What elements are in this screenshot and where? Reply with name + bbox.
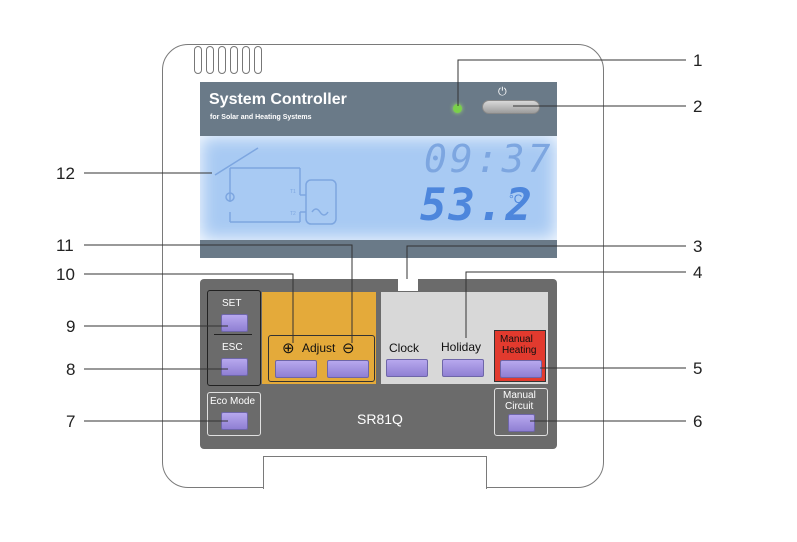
clock-button[interactable] (386, 359, 428, 377)
adjust-minus-button[interactable] (327, 360, 369, 378)
status-led (453, 104, 462, 113)
vent-slot (218, 46, 226, 74)
vent-slot (206, 46, 214, 74)
temperature-unit: °C (509, 192, 523, 206)
callout-line-1 (457, 59, 686, 106)
sensor-label-t2: T2 (290, 211, 296, 217)
manual-circuit-button[interactable] (508, 414, 535, 432)
callout-10: 10 (56, 265, 75, 284)
manual-circuit-label-1: Manual (503, 390, 536, 401)
vent-slot (242, 46, 250, 74)
callout-6: 6 (693, 412, 703, 431)
callout-11: 11 (56, 236, 74, 255)
panel-notch (398, 277, 418, 291)
callout-line-4 (465, 271, 686, 338)
plus-icon: ⊕ (282, 340, 295, 357)
callout-line-10 (84, 273, 294, 343)
divider (214, 334, 252, 335)
clock-label: Clock (389, 341, 420, 355)
esc-button[interactable] (221, 358, 248, 376)
set-label: SET (222, 298, 242, 309)
device-title: System Controller (209, 91, 347, 108)
eco-mode-frame (207, 392, 261, 436)
callout-7: 7 (66, 412, 76, 431)
bottom-tab (263, 456, 487, 489)
sensor-label-t1: T1 (290, 189, 296, 195)
pump-icon (225, 192, 235, 202)
callout-3: 3 (693, 237, 703, 256)
set-esc-group (207, 290, 261, 386)
esc-label: ESC (222, 342, 243, 353)
adjust-frame (268, 335, 375, 382)
set-button[interactable] (221, 314, 248, 332)
time-readout: 09:37 (424, 137, 554, 181)
temperature-readout: 53.2 (420, 180, 534, 231)
callout-8: 8 (66, 360, 76, 379)
callout-1: 1 (693, 51, 703, 70)
storage-tank-icon (305, 179, 337, 225)
manual-heating-label-2: Heating (502, 345, 537, 356)
holiday-label: Holiday (441, 340, 482, 354)
callout-line-3 (406, 245, 686, 279)
callout-line-11 (84, 244, 353, 343)
minus-icon: ⊖ (342, 340, 355, 357)
device-subtitle: for Solar and Heating Systems (210, 114, 312, 121)
manual-circuit-label-2: Circuit (505, 401, 534, 412)
eco-mode-label: Eco Mode (210, 396, 256, 407)
vent-slot (194, 46, 202, 74)
callout-12: 12 (56, 164, 75, 183)
adjust-label: Adjust (302, 341, 336, 355)
solar-collector-icon (214, 147, 259, 176)
callout-4: 4 (693, 263, 703, 282)
power-button[interactable] (482, 100, 540, 114)
manual-heating-label-1: Manual (500, 334, 533, 345)
holiday-button[interactable] (442, 359, 484, 377)
adjust-plus-button[interactable] (275, 360, 317, 378)
power-icon: ⏻ (498, 86, 507, 98)
model-label: SR81Q (357, 411, 403, 427)
callout-2: 2 (693, 97, 703, 116)
manual-circuit-frame (494, 388, 548, 436)
callout-9: 9 (66, 317, 76, 336)
vent-slot (254, 46, 262, 74)
vent-slot (230, 46, 238, 74)
manual-heating-button[interactable] (500, 360, 542, 378)
callout-5: 5 (693, 359, 703, 378)
